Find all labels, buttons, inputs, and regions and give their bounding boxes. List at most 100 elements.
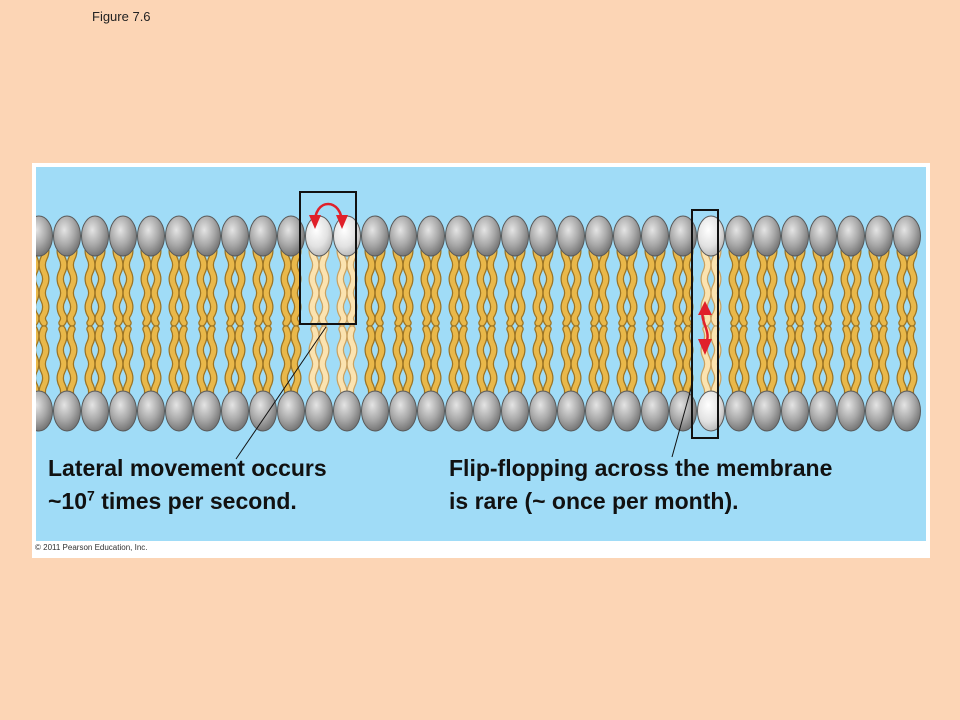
lipid-tail (57, 241, 67, 326)
lipid-tail (235, 241, 245, 326)
lateral-rate-suffix: times per second. (94, 488, 297, 514)
lipid-tail (39, 241, 49, 326)
phospholipid-head (249, 215, 277, 257)
lipid-tail (365, 241, 375, 326)
lateral-leader-line (235, 326, 327, 460)
hydrophilic-heads (36, 215, 921, 432)
lipid-tail (403, 241, 413, 326)
phospholipid-head (557, 390, 585, 432)
phospholipid-head (781, 215, 809, 257)
lipid-tail (291, 241, 301, 326)
flip-flop-arrowhead-up (698, 301, 712, 315)
phospholipid-head (445, 390, 473, 432)
phospholipid-head (221, 390, 249, 432)
phospholipid-head (361, 215, 389, 257)
lipid-tail (449, 241, 459, 326)
phospholipid-head (473, 215, 501, 257)
lipid-tail (879, 241, 889, 326)
lipid-tail (375, 241, 385, 326)
highlight-boxes (299, 191, 719, 439)
lipid-tail (851, 241, 861, 326)
lipid-tail (505, 241, 515, 326)
lipid-tail (179, 241, 189, 326)
lipid-tail (337, 241, 347, 326)
lateral-movement-box (299, 191, 357, 325)
lipid-tail (711, 241, 721, 326)
phospholipid-head (137, 390, 165, 432)
lipid-tail (393, 241, 403, 326)
lipid-tail (169, 241, 179, 326)
phospholipid-head (389, 215, 417, 257)
phospholipid-head (333, 390, 361, 432)
lateral-caption-line1: Lateral movement occurs (48, 455, 327, 481)
lipid-tail (95, 241, 105, 326)
phospholipid-head (81, 215, 109, 257)
flip-flop-caption: Flip-flopping across the membrane is rar… (449, 452, 832, 518)
lipid-tail (151, 241, 161, 326)
flip-flop-leader-line (671, 384, 693, 458)
phospholipid-head (725, 215, 753, 257)
phospholipid-head (753, 215, 781, 257)
lipid-tail (281, 241, 291, 326)
lipid-tail (599, 241, 609, 326)
phospholipid-head (53, 215, 81, 257)
phospholipid-head (585, 215, 613, 257)
leader-lines (235, 326, 693, 460)
lipid-tail (869, 241, 879, 326)
lipid-tail (347, 241, 357, 326)
lipid-tail (561, 241, 571, 326)
phospholipid-head (557, 215, 585, 257)
lipid-tail (533, 241, 543, 326)
phospholipid-head (837, 215, 865, 257)
phospholipid-head (501, 215, 529, 257)
phospholipid-head (445, 215, 473, 257)
phospholipid-head (417, 390, 445, 432)
lipid-tail (197, 241, 207, 326)
lipid-tail (543, 241, 553, 326)
phospholipid-head (697, 390, 725, 432)
phospholipid-head (53, 390, 81, 432)
phospholipid-head (725, 390, 753, 432)
lipid-tail (757, 241, 767, 326)
phospholipid-head (36, 215, 53, 257)
figure-label: Figure 7.6 (92, 9, 151, 24)
lateral-movement-caption: Lateral movement occurs ~107 times per s… (48, 452, 327, 518)
phospholipid-head (837, 390, 865, 432)
lipid-tail (225, 241, 235, 326)
lipid-tail (785, 241, 795, 326)
phospholipid-head (109, 215, 137, 257)
phospholipid-head (473, 390, 501, 432)
lipid-tail (841, 241, 851, 326)
lipid-tail (431, 241, 441, 326)
lateral-caption-line2: ~107 times per second. (48, 485, 327, 518)
phospholipid-head (641, 215, 669, 257)
phospholipid-head (585, 390, 613, 432)
lipid-tail (907, 241, 917, 326)
lipid-tail (729, 241, 739, 326)
phospholipid-head (193, 215, 221, 257)
flip-flop-caption-line2: is rare (~ once per month). (449, 488, 739, 514)
phospholipid-head (613, 215, 641, 257)
phospholipid-head (389, 390, 417, 432)
lipid-tail (459, 241, 469, 326)
lipid-tail (515, 241, 525, 326)
lipid-tail (813, 241, 823, 326)
flip-flop-box (691, 209, 719, 439)
lipid-tail (627, 241, 637, 326)
lipid-bilayer-diagram (36, 191, 921, 460)
phospholipid-head (753, 390, 781, 432)
lipid-tail (85, 241, 95, 326)
phospholipid-head (641, 390, 669, 432)
lipid-tail (897, 241, 907, 326)
phospholipid-head (81, 390, 109, 432)
phospholipid-head (193, 390, 221, 432)
lipid-tail (253, 241, 263, 326)
phospholipid-head (865, 390, 893, 432)
hydrophobic-tails (36, 240, 918, 407)
phospholipid-head (137, 215, 165, 257)
lipid-tail (589, 241, 599, 326)
lipid-tail (477, 241, 487, 326)
phospholipid-head (669, 215, 697, 257)
phospholipid-head (249, 390, 277, 432)
movement-arrows (309, 202, 712, 355)
